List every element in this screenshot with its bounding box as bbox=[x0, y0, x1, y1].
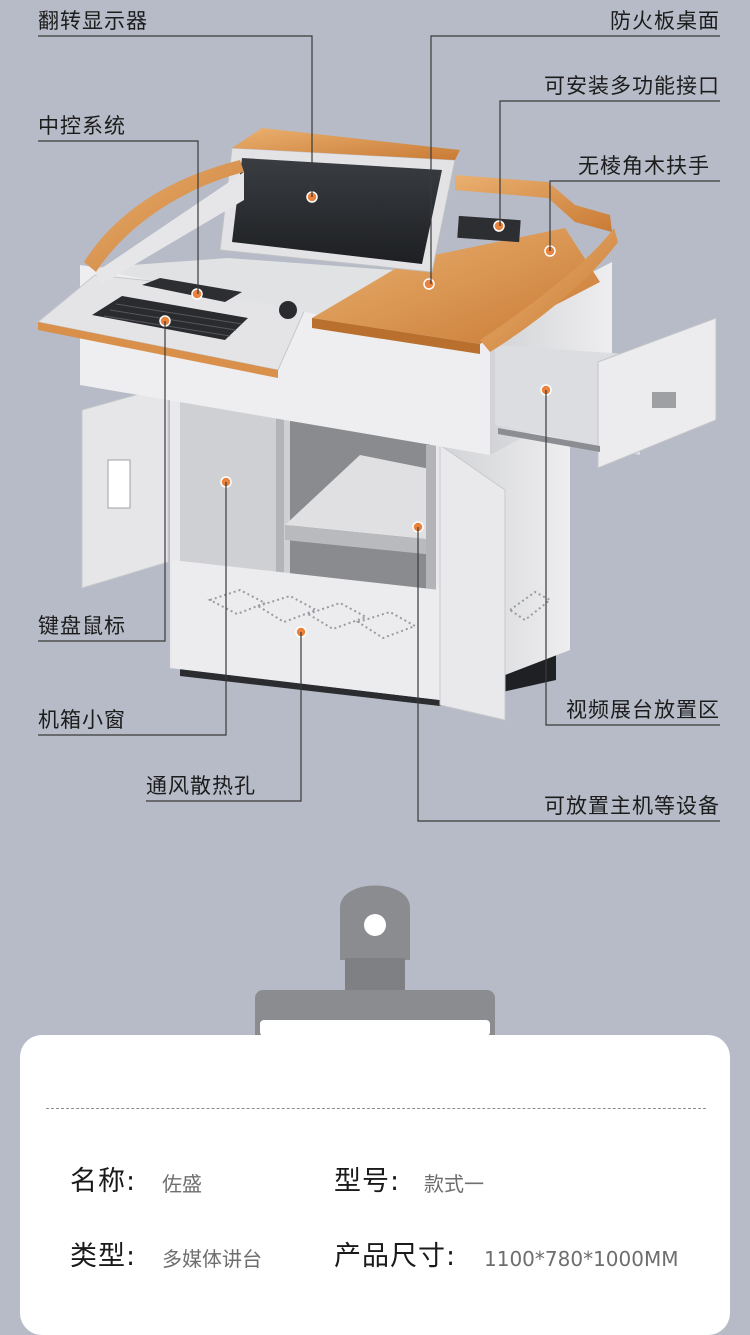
callout-case-window: 机箱小窗 bbox=[38, 708, 126, 732]
callout-video-booth: 视频展台放置区 bbox=[566, 698, 720, 722]
right-side-vents bbox=[508, 590, 552, 622]
spec-type-value: 多媒体讲台 bbox=[162, 1247, 262, 1271]
rack-shelf bbox=[285, 455, 435, 540]
left-armrest-panel bbox=[96, 172, 244, 285]
fireproof-desktop-edge bbox=[312, 318, 480, 354]
spec-name-value: 佐盛 bbox=[162, 1172, 202, 1196]
callout-flip-monitor: 翻转显示器 bbox=[38, 9, 148, 33]
interface-panel bbox=[457, 215, 521, 243]
callout-keyboard-mouse: 键盘鼠标 bbox=[38, 614, 126, 638]
left-armrest bbox=[84, 160, 244, 272]
callout-fireproof-top: 防火板桌面 bbox=[610, 9, 720, 33]
spec-size-label: 产品尺寸: bbox=[334, 1241, 457, 1272]
right-armrest bbox=[480, 228, 618, 352]
case-window-slot bbox=[107, 459, 131, 509]
right-back-rail bbox=[455, 175, 612, 232]
desk-surface-metal bbox=[90, 258, 420, 315]
rack-shelf-front bbox=[285, 525, 435, 555]
callout-multi-interface: 可安装多功能接口 bbox=[544, 74, 720, 98]
monitor-screen bbox=[232, 158, 442, 264]
control-panel bbox=[142, 278, 242, 302]
callout-host-storage: 可放置主机等设备 bbox=[544, 794, 720, 818]
spec-name-label: 名称: bbox=[70, 1166, 137, 1197]
keyboard bbox=[92, 296, 248, 340]
rack-rail-right bbox=[426, 445, 436, 610]
spec-size-value: 1100*780*1000MM bbox=[484, 1247, 679, 1271]
callout-control-system: 中控系统 bbox=[38, 114, 126, 138]
spec-model-value: 款式一 bbox=[424, 1172, 484, 1196]
vent-holes-pattern bbox=[207, 588, 418, 640]
mouse bbox=[279, 301, 297, 319]
spec-model-label: 型号: bbox=[334, 1166, 401, 1197]
rack-rail-left bbox=[276, 405, 284, 575]
spec-card bbox=[20, 1035, 730, 1335]
spec-type-label: 类型: bbox=[70, 1241, 137, 1272]
marker-desktop bbox=[423, 278, 435, 290]
callout-armrest: 无棱角木扶手 bbox=[578, 154, 710, 178]
drawer-handle bbox=[652, 392, 676, 408]
drawer-rail bbox=[498, 428, 600, 452]
spec-divider bbox=[46, 1108, 706, 1109]
marker-interface bbox=[493, 220, 505, 232]
monitor-lid-wood bbox=[232, 128, 460, 160]
callout-vent-holes: 通风散热孔 bbox=[146, 774, 256, 798]
keyboard-tray-edge bbox=[38, 322, 278, 378]
marker-control bbox=[191, 288, 203, 300]
callout-leader-lines bbox=[38, 35, 720, 822]
right-door bbox=[439, 444, 506, 721]
